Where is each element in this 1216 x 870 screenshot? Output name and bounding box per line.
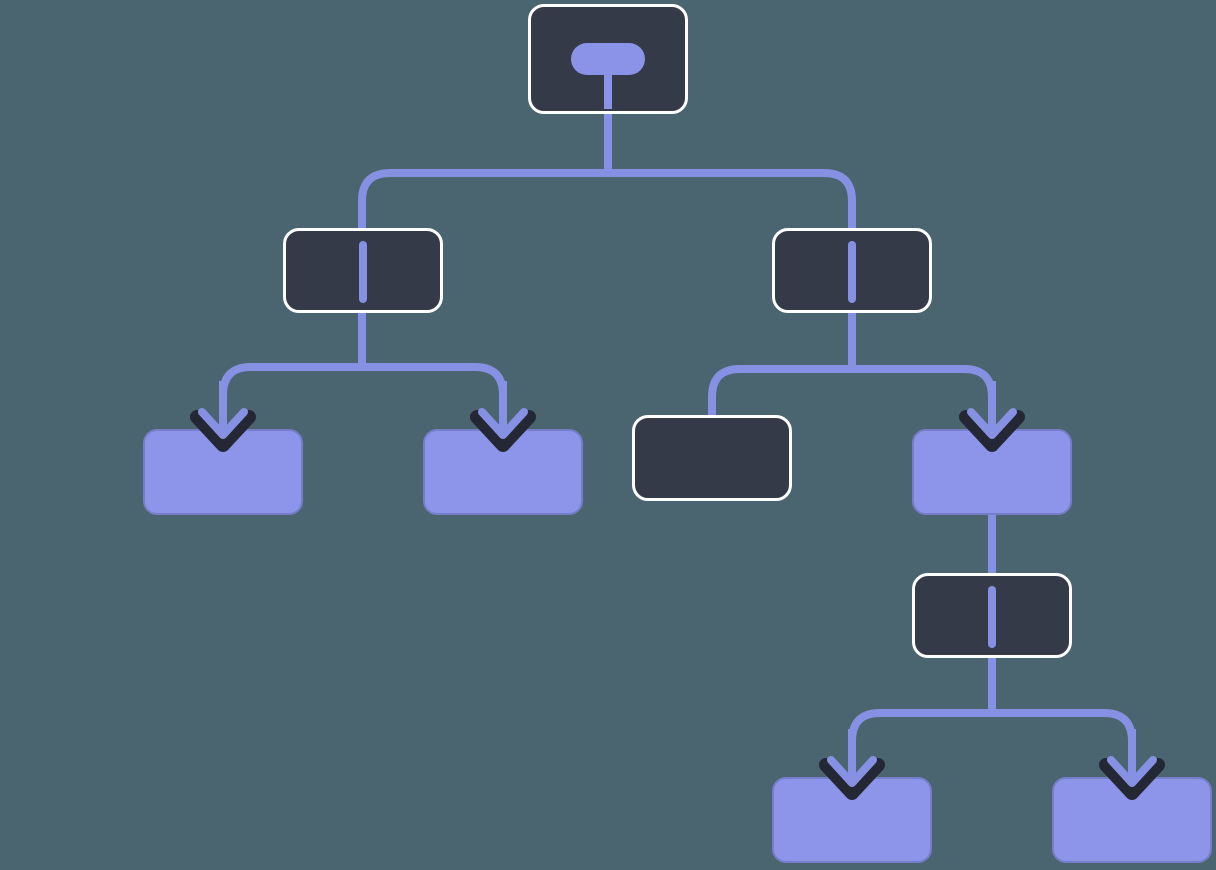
root-pill-stem	[604, 73, 612, 109]
junction-pass-through-line	[988, 586, 996, 648]
tree-node-leaf-3	[912, 429, 1072, 515]
tree-node-branch-right	[772, 228, 932, 313]
tree-node-panel-1	[632, 415, 792, 501]
tree-node-leaf-5	[1052, 777, 1212, 863]
tree-node-leaf-4	[772, 777, 932, 863]
tree-node-leaf-1	[143, 429, 303, 515]
root-pill-icon	[571, 43, 645, 75]
tree-node-branch-left	[283, 228, 443, 313]
tree-node-root	[528, 4, 688, 114]
tree-node-leaf-2	[423, 429, 583, 515]
tree-node-junction-2	[912, 573, 1072, 658]
junction-pass-through-line	[848, 241, 856, 303]
junction-pass-through-line	[359, 241, 367, 303]
